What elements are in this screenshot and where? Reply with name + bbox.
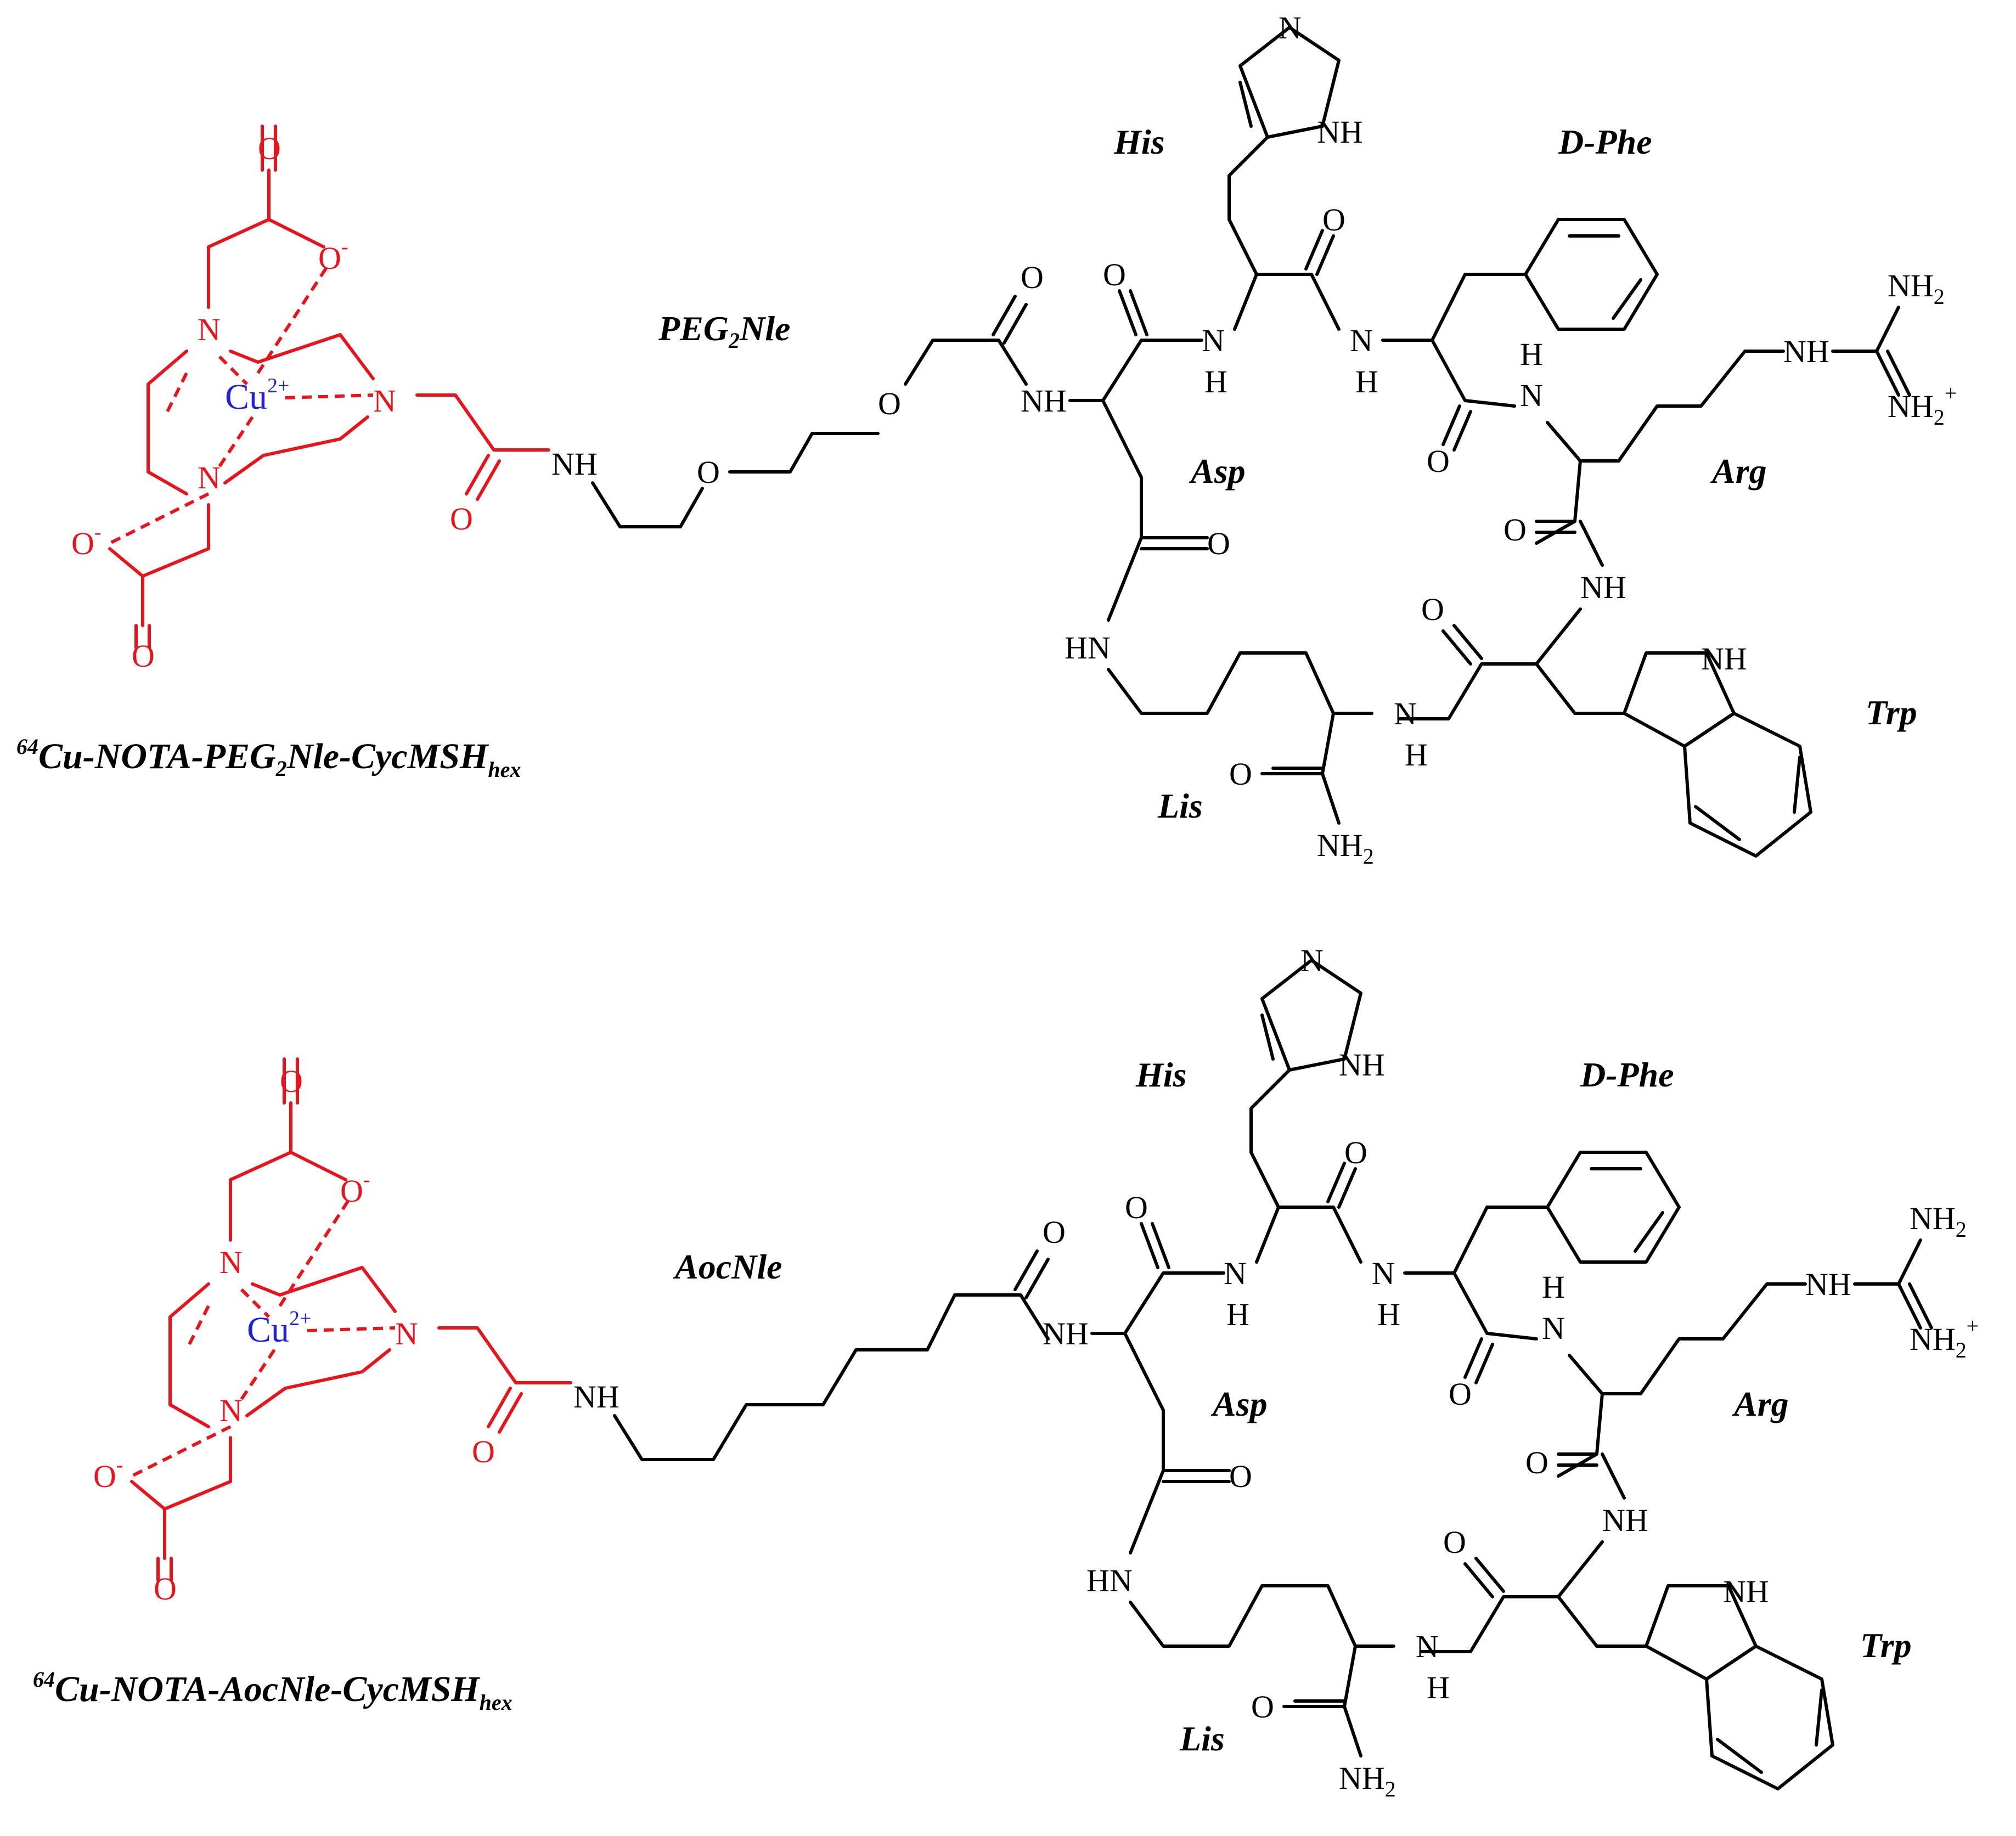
top-peg-linker: NH O O O PEG2Nle (551, 260, 1044, 528)
top-caption: 64Cu-NOTA-PEG2Nle-CycMSHhex (16, 734, 521, 782)
top-arg-n: N (1520, 378, 1543, 413)
top-phe-h: H (1355, 364, 1378, 399)
bottom-arg-guanidine-nh: NH (1805, 1266, 1851, 1302)
top-asp-o: O (1103, 257, 1126, 292)
top-arg-nh2: NH2 (1888, 268, 1945, 309)
top-lys-nh2: NH2 (1317, 827, 1374, 869)
bottom-asp-o: O (1125, 1190, 1148, 1225)
top-chelator-o-1: O (258, 131, 281, 166)
bottom-linker-label: AocNle (673, 1247, 782, 1286)
bottom-chelator-o-minus-1: O- (340, 1168, 370, 1209)
top-chelator-o-3: O (450, 501, 473, 537)
top-lys-o: O (1229, 756, 1252, 792)
bottom-chelator-n-1: N (219, 1244, 243, 1280)
top-linker-o-1: O (697, 454, 720, 490)
bottom-his-n: N (1224, 1255, 1247, 1291)
top-molecule: O O- N N N O- O O Cu2+ NH O O O PEG2Nle … (16, 10, 1957, 869)
bottom-nota-chelator: O O- N N N O- O O Cu2+ (93, 1057, 572, 1607)
top-imidazole-n: N (1279, 10, 1302, 46)
bottom-lys-n: N (1416, 1629, 1439, 1664)
bottom-lys-h: H (1427, 1670, 1450, 1705)
bottom-label-asp: Asp (1210, 1384, 1268, 1423)
top-chelator-n-2: N (373, 383, 396, 419)
top-linker-o-3: O (1021, 260, 1044, 295)
bottom-caption: 64Cu-NOTA-AocNle-CycMSHhex (33, 1667, 513, 1715)
bottom-label-lis: Lis (1179, 1719, 1225, 1758)
top-asp-nh: NH (1021, 383, 1067, 419)
bottom-arg-nh2: NH2 (1910, 1201, 1967, 1242)
top-label-dphe: D-Phe (1558, 122, 1652, 161)
bottom-cyclic-peptide: NH O N H O N NH N H O N (1043, 943, 1979, 1801)
top-his-o: O (1322, 202, 1345, 238)
top-copper-ion: Cu2+ (225, 374, 289, 417)
top-asp-o-2: O (1207, 526, 1230, 561)
top-label-his: His (1113, 122, 1164, 161)
bottom-asp-o-2: O (1229, 1458, 1252, 1494)
top-linker-label: PEG2Nle (658, 309, 790, 353)
bottom-his-o: O (1344, 1135, 1367, 1170)
bottom-imidazole-n: N (1300, 943, 1324, 978)
bottom-phe-n: N (1372, 1255, 1395, 1291)
bottom-linker-nh: NH (573, 1379, 620, 1415)
top-label-asp: Asp (1189, 452, 1246, 491)
bottom-label-arg: Arg (1732, 1384, 1789, 1423)
bottom-phe-h: H (1377, 1297, 1400, 1332)
bottom-asp-nh: NH (1043, 1316, 1089, 1351)
bottom-copper-ion: Cu2+ (247, 1307, 311, 1350)
top-linker-nh: NH (551, 446, 598, 482)
top-label-trp: Trp (1866, 693, 1917, 732)
bottom-arg-o: O (1525, 1445, 1548, 1480)
top-linker-o-2: O (878, 386, 901, 421)
bottom-molecule: O O- N N N O- O O Cu2+ NH O AocNle NH O … (33, 943, 1979, 1801)
top-arg-guanidine-nh: NH (1783, 334, 1829, 369)
top-phe-n: N (1350, 323, 1373, 358)
top-imidazole-nh: NH (1317, 114, 1363, 150)
bottom-arg-n: N (1542, 1310, 1565, 1346)
top-label-arg: Arg (1710, 452, 1767, 491)
top-phe-o: O (1427, 443, 1450, 479)
top-chelator-o-2: O (132, 638, 155, 674)
bottom-aoc-linker: NH O AocNle (573, 1214, 1066, 1461)
bottom-trp-o: O (1443, 1524, 1466, 1560)
bottom-chelator-o-3: O (472, 1434, 495, 1469)
bottom-chelator-n-2: N (395, 1316, 418, 1351)
top-arg-h: H (1520, 336, 1543, 372)
bottom-label-trp: Trp (1860, 1626, 1912, 1665)
bottom-label-his: His (1135, 1055, 1186, 1094)
top-arg-o: O (1503, 512, 1527, 548)
top-cyclic-peptide: NH O N H O N NH N H O N (1021, 10, 1957, 869)
bottom-arg-h: H (1542, 1269, 1565, 1305)
top-chelator-o-minus-2: O- (71, 521, 102, 561)
top-label-lis: Lis (1157, 786, 1203, 825)
bottom-chelator-n-3: N (219, 1393, 243, 1428)
top-lys-h: H (1405, 737, 1428, 773)
bottom-chelator-o-minus-2: O- (93, 1454, 123, 1494)
top-indole-nh: NH (1701, 641, 1747, 677)
top-chelator-n-3: N (198, 460, 221, 495)
bottom-his-h: H (1226, 1297, 1249, 1332)
bottom-chelator-o-1: O (280, 1063, 303, 1099)
bottom-lys-hn: HN (1086, 1563, 1133, 1598)
top-arg-nh2-plus: NH2+ (1888, 381, 1957, 430)
bottom-indole-nh: NH (1723, 1574, 1769, 1609)
top-lys-hn: HN (1065, 630, 1111, 666)
bottom-arg-nh2-plus: NH2+ (1910, 1314, 1979, 1362)
bottom-imidazole-nh: NH (1339, 1047, 1385, 1083)
bottom-linker-o: O (1043, 1214, 1066, 1250)
bottom-chelator-o-2: O (154, 1571, 177, 1607)
top-his-n: N (1202, 323, 1225, 358)
bottom-phe-o: O (1449, 1376, 1472, 1412)
top-lys-n: N (1394, 696, 1417, 731)
bottom-label-dphe: D-Phe (1580, 1055, 1674, 1094)
top-his-h: H (1204, 364, 1227, 399)
top-chelator-n-1: N (198, 312, 221, 347)
top-trp-o: O (1421, 592, 1444, 627)
top-chelator-o-minus-1: O- (318, 235, 348, 276)
bottom-lys-o: O (1251, 1689, 1274, 1725)
bottom-trp-nh: NH (1602, 1502, 1648, 1538)
top-trp-nh: NH (1580, 570, 1626, 605)
bottom-lys-nh2: NH2 (1339, 1760, 1396, 1801)
top-nota-chelator: O O- N N N O- O O Cu2+ (71, 125, 550, 674)
